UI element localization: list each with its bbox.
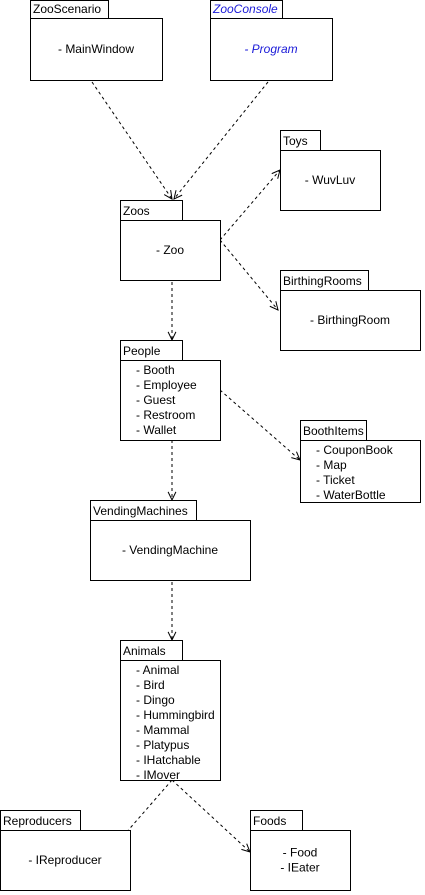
dependency-zoos-to-toys xyxy=(219,169,281,241)
package-animals: Animals - Animal- Bird- Dingo- Hummingbir… xyxy=(120,640,221,782)
dependency-vendingmachines-to-animals xyxy=(167,582,177,642)
package-member: - WuvLuv xyxy=(305,173,355,187)
package-zooscenario: ZooScenario - MainWindow xyxy=(30,0,163,81)
package-zoos: Zoos - Zoo xyxy=(120,200,221,281)
package-title: People xyxy=(123,344,161,358)
package-member: - WaterBottle xyxy=(316,488,386,502)
dependency-zooscenario-to-zoos xyxy=(91,81,173,200)
arrowhead-icon xyxy=(163,190,173,200)
package-vendingmachines: VendingMachines - VendingMachine xyxy=(90,500,251,581)
package-member: - Map xyxy=(316,458,347,472)
dependency-line xyxy=(173,81,269,200)
dependency-zoos-to-birthingrooms xyxy=(219,239,279,311)
package-body xyxy=(250,830,351,891)
dependency-people-to-boothitems xyxy=(219,389,301,461)
package-toys: Toys - WuvLuv xyxy=(280,130,381,211)
package-member: - Hummingbird xyxy=(136,708,215,722)
package-member: - Ticket xyxy=(316,473,355,487)
package-member: - Zoo xyxy=(156,243,184,257)
package-title: BoothItems xyxy=(303,424,364,438)
package-member: - Platypus xyxy=(136,738,189,752)
package-title: Animals xyxy=(123,644,166,658)
dependency-zoos-to-people xyxy=(167,282,177,342)
package-member: - Food xyxy=(283,846,318,860)
dependency-line xyxy=(219,239,279,311)
package-member: - BirthingRoom xyxy=(310,313,390,327)
package-title: Toys xyxy=(283,134,308,148)
dependency-line xyxy=(219,169,281,241)
dependency-zooconsole-to-zoos xyxy=(173,81,269,200)
package-member: - IHatchable xyxy=(136,753,201,767)
package-title: Zoos xyxy=(123,204,150,218)
package-title: BirthingRooms xyxy=(283,274,362,288)
package-title: VendingMachines xyxy=(93,504,188,518)
package-member: - IEater xyxy=(280,861,319,875)
dependency-people-to-vendingmachines xyxy=(167,440,177,502)
dependency-line xyxy=(171,779,251,853)
package-title: ZooScenario xyxy=(33,2,101,16)
package-birthingrooms: BirthingRooms - BirthingRoom xyxy=(280,270,421,351)
package-member: - Employee xyxy=(136,378,197,392)
package-member: - Mammal xyxy=(136,723,189,737)
package-boothitems: BoothItems - CouponBook- Map- Ticket- Wat… xyxy=(300,420,421,503)
arrowhead-icon xyxy=(269,301,279,311)
package-member: - MainWindow xyxy=(58,42,134,56)
package-reproducers: Reproducers - IReproducer xyxy=(0,810,131,891)
package-body xyxy=(30,18,163,81)
package-body xyxy=(280,290,421,351)
package-member: - Wallet xyxy=(136,423,177,437)
package-member: - Bird xyxy=(136,678,165,692)
package-title: Reproducers xyxy=(3,814,72,828)
package-title: ZooConsole xyxy=(212,2,278,16)
package-body xyxy=(120,360,221,441)
package-member: - CouponBook xyxy=(316,443,394,457)
package-member: - Animal xyxy=(136,663,179,677)
package-member: - Program xyxy=(244,42,297,56)
package-people: People - Booth- Employee- Guest- Restroom… xyxy=(120,340,221,441)
package-member: - Restroom xyxy=(136,408,195,422)
package-title: Foods xyxy=(253,814,286,828)
package-member: - IMover xyxy=(136,768,180,782)
dependency-line xyxy=(219,389,301,461)
package-member: - Dingo xyxy=(136,693,175,707)
package-body xyxy=(210,18,333,81)
arrowhead-icon xyxy=(173,190,183,200)
package-foods: Foods - Food- IEater xyxy=(250,810,351,891)
package-member: - Booth xyxy=(136,363,175,377)
package-body xyxy=(120,660,221,781)
package-member: - VendingMachine xyxy=(122,543,218,557)
package-member: - IReproducer xyxy=(28,853,101,867)
package-member: - Guest xyxy=(136,393,176,407)
dependency-animals-to-foods xyxy=(171,779,251,853)
package-body xyxy=(280,150,381,211)
package-body xyxy=(0,830,131,891)
package-body xyxy=(300,440,421,503)
package-body xyxy=(90,520,251,581)
package-body xyxy=(120,220,221,281)
package-zooconsole: ZooConsole - Program xyxy=(210,0,333,81)
dependency-line xyxy=(91,81,173,200)
